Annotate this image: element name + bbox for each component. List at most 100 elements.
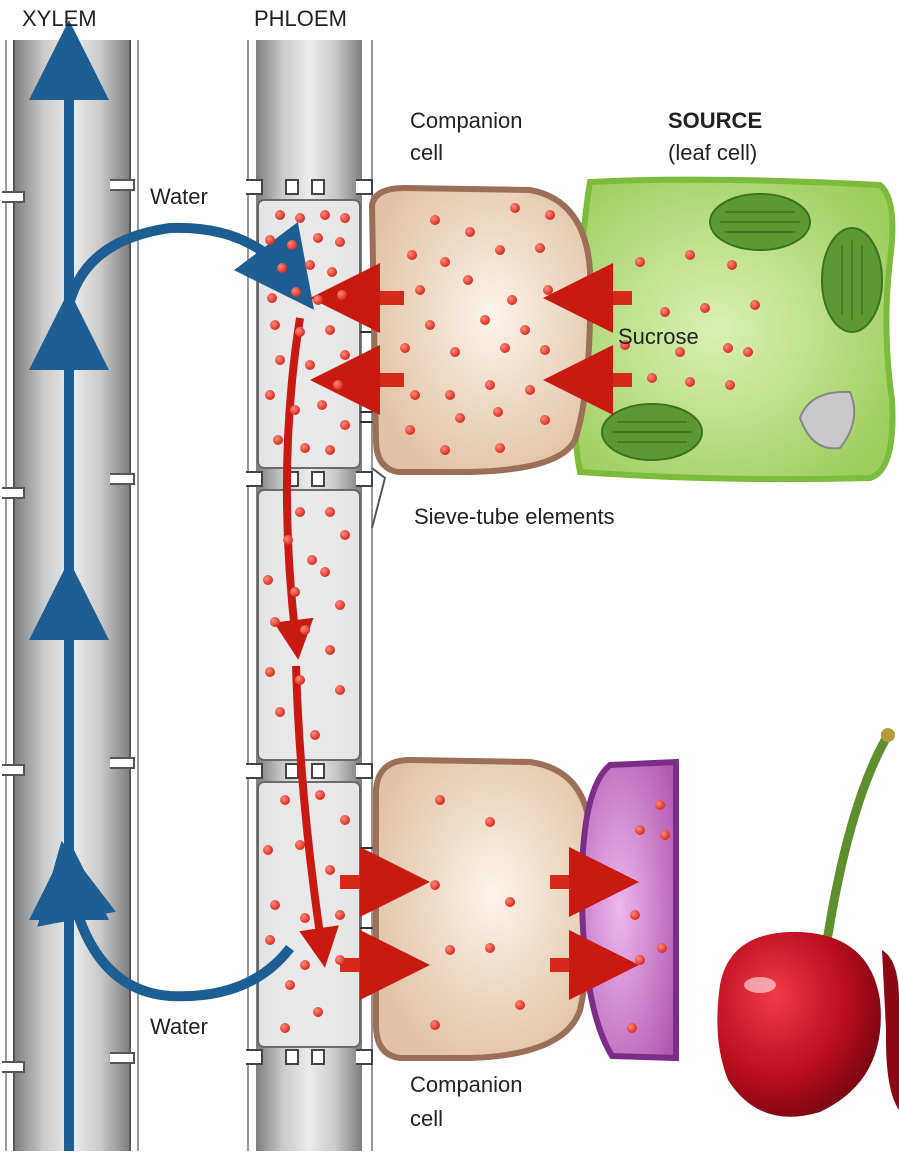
sucrose-dot bbox=[400, 343, 410, 353]
sucrose-dot bbox=[545, 210, 555, 220]
sucrose-dot bbox=[540, 345, 550, 355]
sucrose-dot bbox=[700, 303, 710, 313]
sucrose-dot bbox=[485, 943, 495, 953]
sucrose-dot bbox=[335, 237, 345, 247]
sucrose-dot bbox=[313, 233, 323, 243]
sucrose-dot bbox=[295, 507, 305, 517]
sucrose-dot bbox=[635, 955, 645, 965]
sucrose-dot bbox=[480, 315, 490, 325]
sucrose-dot bbox=[340, 350, 350, 360]
sucrose-dot bbox=[510, 203, 520, 213]
sucrose-dot bbox=[463, 275, 473, 285]
sucrose-dot bbox=[300, 913, 310, 923]
sucrose-dot bbox=[333, 380, 343, 390]
sucrose-dot bbox=[455, 413, 465, 423]
sucrose-dot bbox=[283, 535, 293, 545]
sucrose-dot bbox=[727, 260, 737, 270]
sucrose-dot bbox=[440, 257, 450, 267]
sucrose-dot bbox=[313, 1007, 323, 1017]
sucrose-dot bbox=[495, 443, 505, 453]
sucrose-dot bbox=[445, 390, 455, 400]
sucrose-dot bbox=[450, 347, 460, 357]
sucrose-dot bbox=[335, 685, 345, 695]
sucrose-dot bbox=[335, 910, 345, 920]
sucrose-dot bbox=[340, 420, 350, 430]
sucrose-dot bbox=[317, 400, 327, 410]
sucrose-dot bbox=[275, 355, 285, 365]
sucrose-dot bbox=[305, 260, 315, 270]
sucrose-dot bbox=[295, 675, 305, 685]
source-label: SOURCE bbox=[668, 108, 762, 134]
sucrose-dot bbox=[515, 1000, 525, 1010]
sucrose-dot bbox=[340, 815, 350, 825]
sucrose-dot bbox=[263, 575, 273, 585]
sucrose-dot bbox=[430, 1020, 440, 1030]
xylem-label: XYLEM bbox=[22, 6, 97, 32]
sucrose-dot bbox=[335, 600, 345, 610]
sucrose-dot bbox=[313, 295, 323, 305]
sucrose-dot bbox=[305, 360, 315, 370]
water-label-bottom: Water bbox=[150, 1014, 208, 1040]
companion-cell-bottom-label-line1: Companion bbox=[410, 1072, 523, 1098]
sucrose-dot bbox=[485, 817, 495, 827]
sucrose-dot bbox=[280, 1023, 290, 1033]
sucrose-dot bbox=[310, 730, 320, 740]
sucrose-dot bbox=[285, 980, 295, 990]
sucrose-dot bbox=[270, 320, 280, 330]
sucrose-dot bbox=[295, 327, 305, 337]
sucrose-dot bbox=[655, 800, 665, 810]
sucrose-dot bbox=[440, 445, 450, 455]
sucrose-dot bbox=[340, 530, 350, 540]
sucrose-dot bbox=[410, 390, 420, 400]
sucrose-dot bbox=[500, 343, 510, 353]
sucrose-dot bbox=[290, 587, 300, 597]
sucrose-dot bbox=[325, 445, 335, 455]
sucrose-dot bbox=[315, 790, 325, 800]
water-label-top: Water bbox=[150, 184, 208, 210]
sucrose-dot bbox=[430, 215, 440, 225]
sucrose-dot bbox=[660, 830, 670, 840]
sucrose-dot bbox=[265, 235, 275, 245]
sieve-tube-elements-label: Sieve-tube elements bbox=[414, 504, 615, 530]
sucrose-dot bbox=[743, 347, 753, 357]
sucrose-dot bbox=[725, 380, 735, 390]
sucrose-dot bbox=[525, 385, 535, 395]
sucrose-dot bbox=[485, 380, 495, 390]
sucrose-dot bbox=[295, 213, 305, 223]
sucrose-dot bbox=[540, 415, 550, 425]
sucrose-dot bbox=[630, 910, 640, 920]
sucrose-label: Sucrose bbox=[618, 324, 699, 350]
sucrose-dot bbox=[277, 263, 287, 273]
sucrose-dot bbox=[335, 955, 345, 965]
sucrose-dot bbox=[325, 507, 335, 517]
sucrose-dot bbox=[647, 373, 657, 383]
sucrose-dot bbox=[325, 865, 335, 875]
sucrose-dot bbox=[425, 320, 435, 330]
sucrose-dot bbox=[520, 325, 530, 335]
companion-cell-bottom bbox=[376, 760, 590, 1058]
sucrose-dot bbox=[507, 295, 517, 305]
phloem-sieve-tube bbox=[246, 40, 382, 1151]
source-sublabel: (leaf cell) bbox=[668, 140, 757, 166]
sucrose-dot bbox=[445, 945, 455, 955]
sucrose-dot bbox=[337, 290, 347, 300]
companion-cell-top-label-line1: Companion bbox=[410, 108, 523, 134]
companion-cell-bottom-label-line2: cell bbox=[410, 1106, 443, 1132]
sucrose-dot bbox=[325, 325, 335, 335]
sucrose-dot bbox=[407, 250, 417, 260]
sucrose-dot bbox=[270, 617, 280, 627]
sucrose-dot bbox=[435, 795, 445, 805]
sucrose-dot bbox=[415, 285, 425, 295]
sucrose-dot bbox=[627, 1023, 637, 1033]
companion-cell-top-label-line2: cell bbox=[410, 140, 443, 166]
sucrose-dot bbox=[295, 840, 305, 850]
sucrose-dot bbox=[657, 943, 667, 953]
sucrose-dot bbox=[275, 210, 285, 220]
sucrose-dot bbox=[495, 245, 505, 255]
cherry-image bbox=[686, 722, 899, 1142]
sucrose-dot bbox=[300, 960, 310, 970]
sucrose-dot bbox=[535, 243, 545, 253]
sucrose-dot bbox=[685, 377, 695, 387]
sucrose-dot bbox=[270, 900, 280, 910]
sucrose-dot bbox=[685, 250, 695, 260]
